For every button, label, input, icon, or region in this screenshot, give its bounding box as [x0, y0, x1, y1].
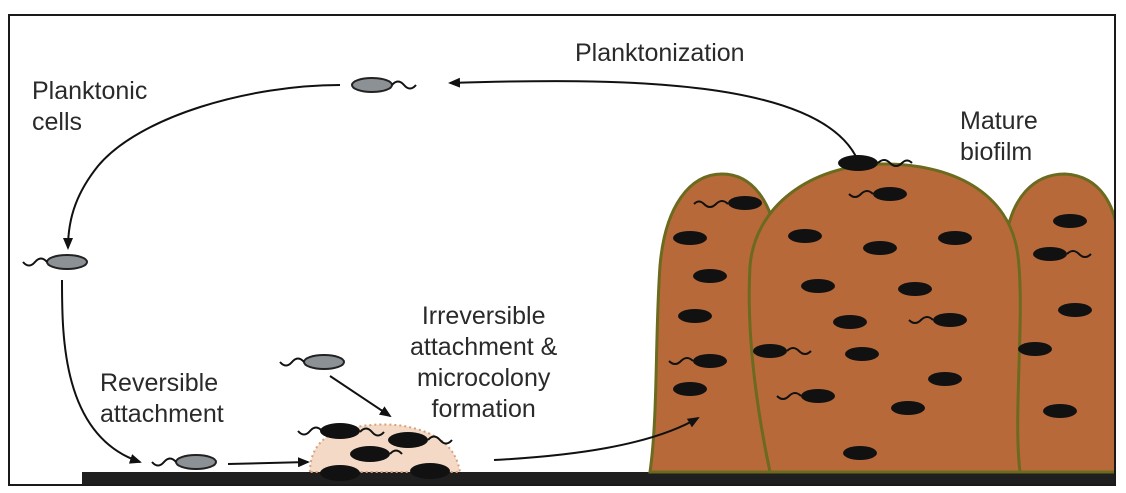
- planktonic-cell-left: [23, 255, 87, 269]
- biofilm-cell: [898, 282, 932, 296]
- irreversible-attachment-label: Irreversible attachment & microcolony fo…: [410, 301, 557, 425]
- planktonization-arrow: [450, 81, 860, 166]
- planktonic-cell-top: [352, 78, 416, 92]
- biofilm-cell: [801, 389, 835, 403]
- biofilm-cell: [938, 231, 972, 245]
- biofilm-cell: [1043, 404, 1077, 418]
- microcolony-cell: [350, 446, 390, 462]
- biofilm-cell: [1058, 303, 1092, 317]
- microcolony-cell: [410, 463, 450, 479]
- biofilm-cell: [753, 344, 787, 358]
- biofilm-cell: [833, 315, 867, 329]
- reversible-attachment-label: Reversible attachment: [100, 368, 224, 430]
- biofilm-cell: [693, 354, 727, 368]
- attachment-arrow: [228, 462, 308, 464]
- planktonization-label: Planktonization: [575, 38, 745, 69]
- mature-biofilm-label: Mature biofilm: [960, 106, 1038, 168]
- biofilm-cell: [673, 231, 707, 245]
- biofilm-cell: [891, 401, 925, 415]
- reversibly-attached-cell: [152, 455, 216, 469]
- biofilm-cell: [933, 313, 967, 327]
- biofilm-cell: [693, 269, 727, 283]
- biofilm-cell: [673, 382, 707, 396]
- diagram-frame: Planktonization Planktonic cells Mature …: [8, 14, 1116, 486]
- biofilm-cell: [728, 196, 762, 210]
- biofilm-cell: [845, 347, 879, 361]
- microcolony-cell: [388, 432, 428, 448]
- microcolony-cell: [320, 423, 360, 439]
- planktonic-cell-approaching: [280, 355, 344, 369]
- biofilm-tower-center: [749, 164, 1020, 472]
- biofilm-cell: [678, 309, 712, 323]
- biofilm-cell: [788, 229, 822, 243]
- substratum-surface: [82, 472, 1116, 486]
- biofilm-cell: [1033, 247, 1067, 261]
- biofilm-cell: [843, 446, 877, 460]
- biofilm-cell: [1053, 214, 1087, 228]
- planktonic-cells-label: Planktonic cells: [32, 76, 147, 138]
- biofilm-cell: [1018, 342, 1052, 356]
- mature-biofilm-towers: [650, 164, 1116, 472]
- approach-arrow: [330, 376, 390, 416]
- biofilm-cell: [801, 279, 835, 293]
- biofilm-cell: [928, 372, 962, 386]
- biofilm-cell: [873, 187, 907, 201]
- biofilm-cell: [863, 241, 897, 255]
- microcolony-cell: [320, 465, 360, 481]
